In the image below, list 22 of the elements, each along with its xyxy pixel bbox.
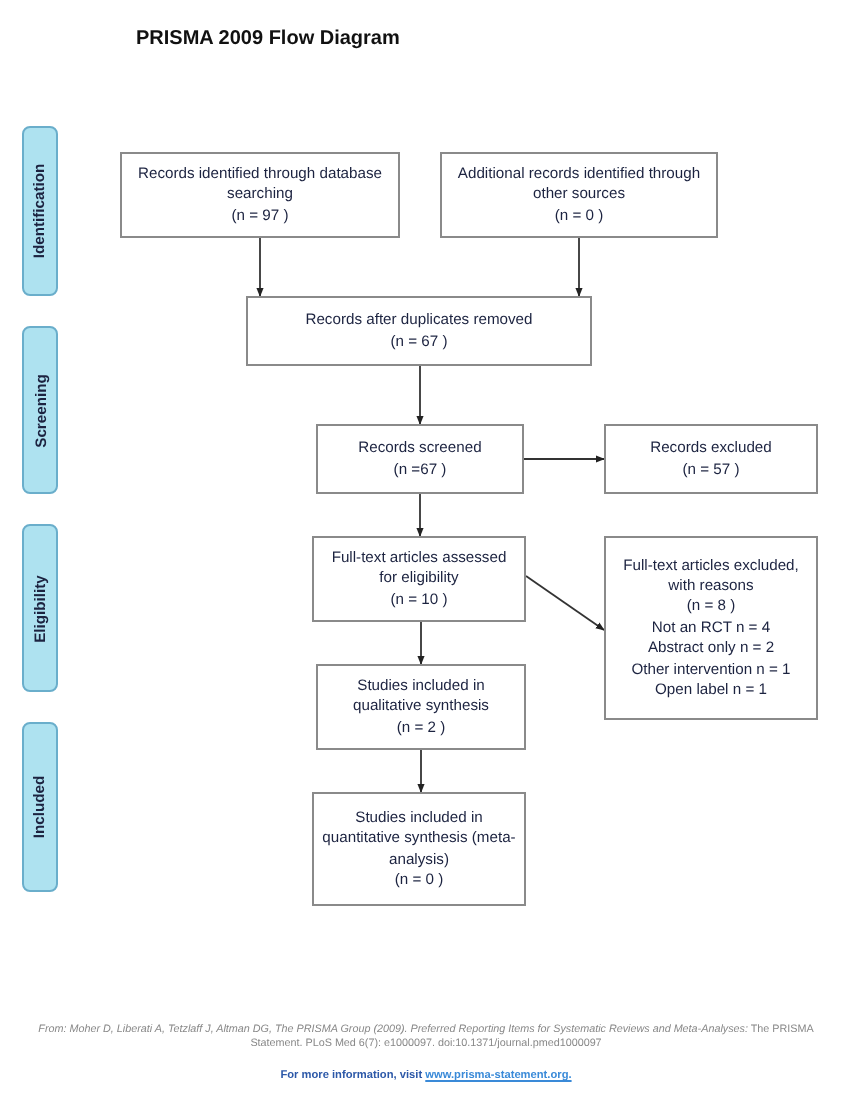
arrow <box>525 575 605 631</box>
stage-band <box>22 126 58 296</box>
process-box <box>316 424 524 494</box>
arrow <box>417 621 425 665</box>
arrow <box>417 749 425 793</box>
process-box <box>316 664 526 750</box>
stage-band <box>22 524 58 692</box>
process-box <box>246 296 592 366</box>
stage-band <box>22 326 58 494</box>
diagram-title: PRISMA 2009 Flow Diagram <box>136 28 400 50</box>
arrow <box>256 237 264 297</box>
process-box <box>120 152 400 238</box>
process-box <box>604 536 818 720</box>
arrow <box>575 237 583 297</box>
process-box <box>312 792 526 906</box>
process-box <box>312 536 526 622</box>
process-box <box>604 424 818 494</box>
arrow <box>416 365 424 425</box>
process-box <box>440 152 718 238</box>
stage-band <box>22 722 58 892</box>
arrow <box>416 493 424 537</box>
arrow <box>523 455 605 463</box>
